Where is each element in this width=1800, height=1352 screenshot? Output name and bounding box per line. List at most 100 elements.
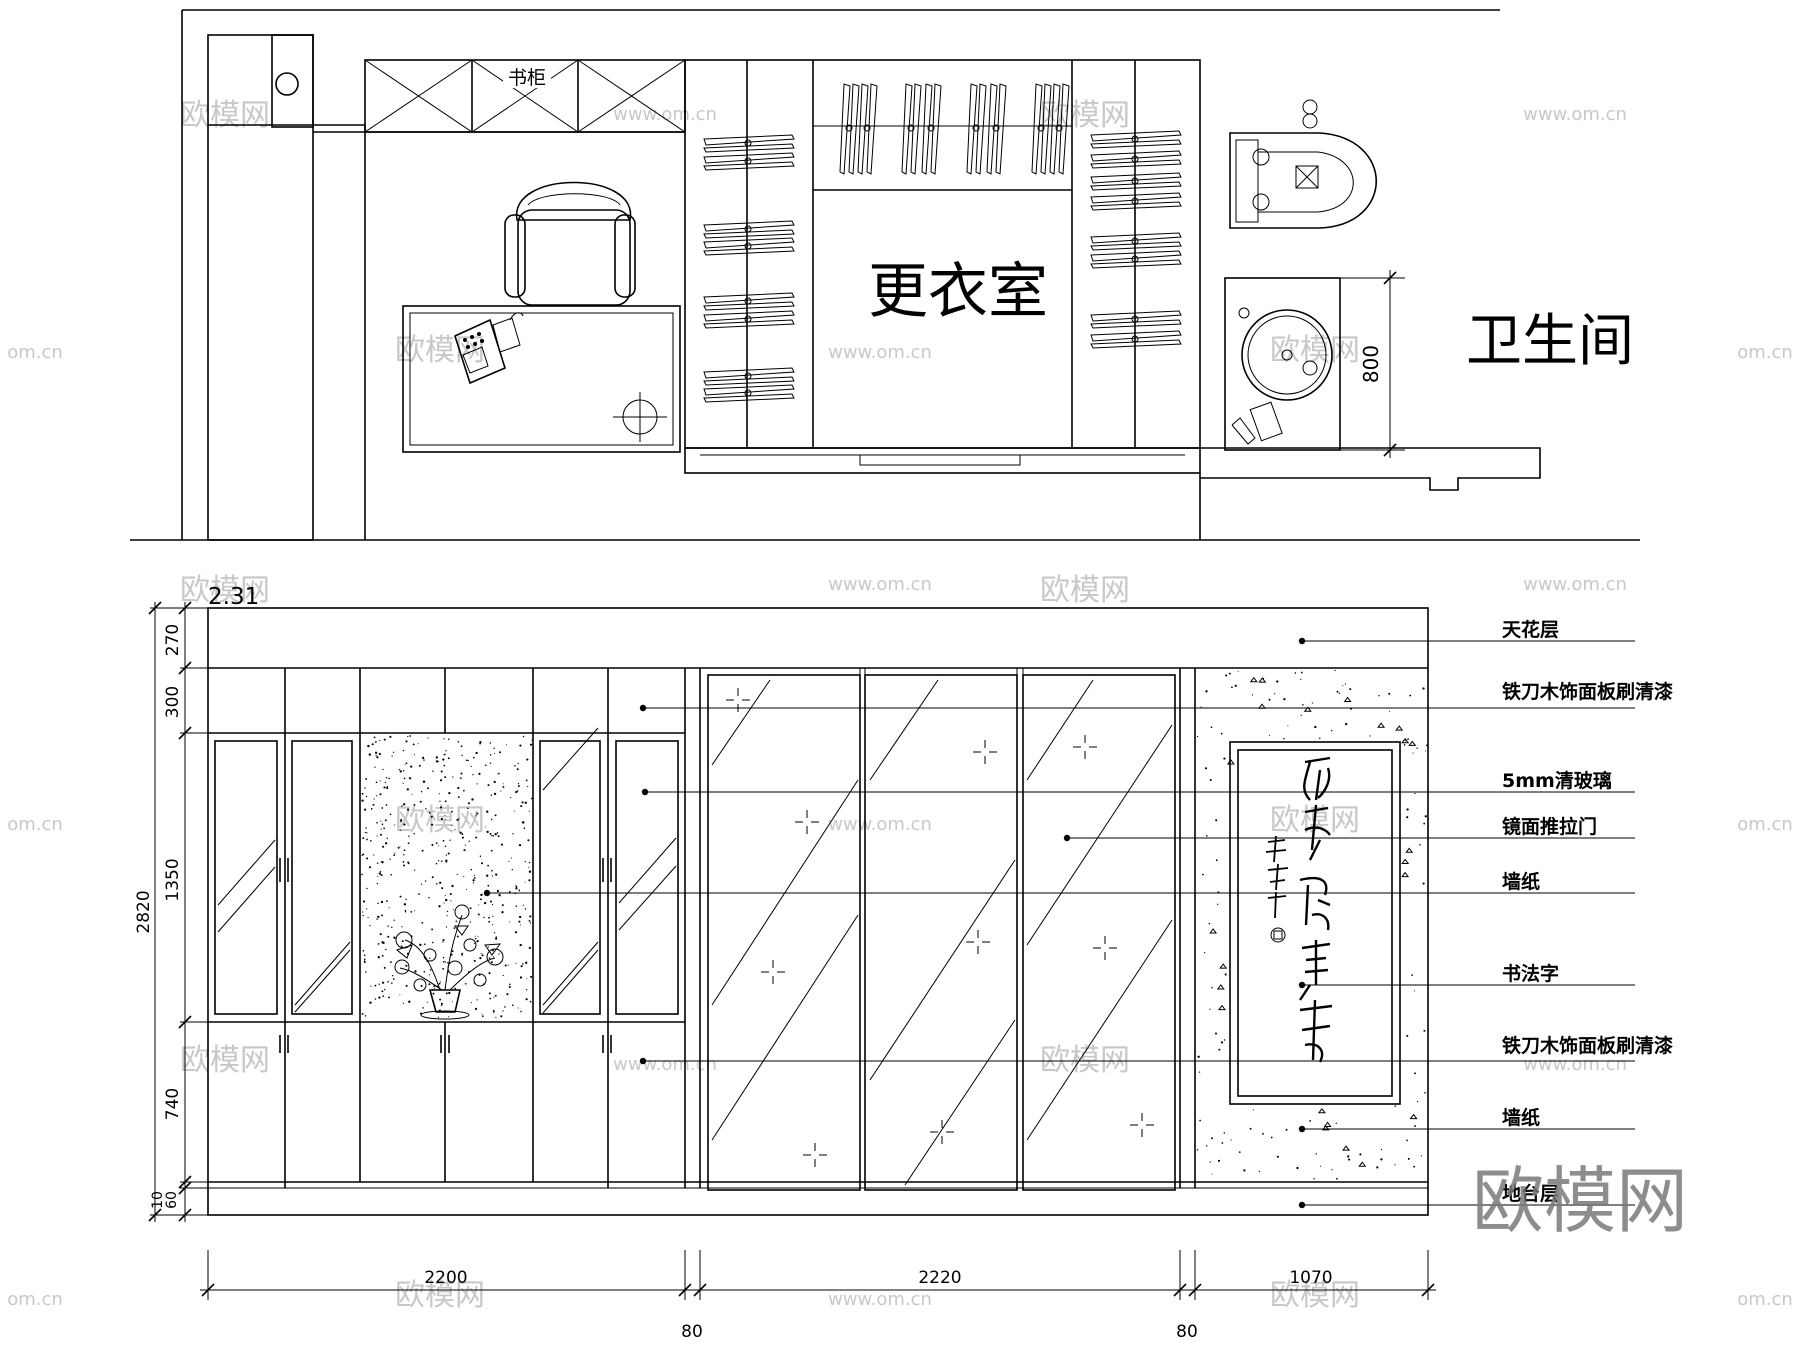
texture-dot [519, 943, 522, 947]
texture-dot [508, 891, 511, 893]
texture-dot [368, 753, 371, 756]
texture-dot [491, 869, 493, 872]
texture-dot [435, 756, 438, 759]
texture-dot [525, 779, 528, 782]
texture-dot [390, 874, 393, 876]
texture-dot [389, 813, 392, 816]
callout-label: 地台层 [1502, 1182, 1559, 1205]
texture-dot [475, 836, 478, 839]
texture-dot [407, 861, 410, 864]
texture-dot [470, 765, 472, 768]
texture-dot [493, 780, 496, 784]
texture-dot [531, 739, 533, 741]
texture-dot [440, 1004, 443, 1007]
texture-dot [361, 1012, 364, 1015]
texture-dot [513, 810, 515, 812]
texture-dot [369, 924, 371, 927]
texture-dot [1422, 687, 1425, 690]
texture-dot [400, 819, 403, 822]
texture-dot [487, 884, 490, 887]
wallpaper-texture-right [1196, 669, 1428, 1180]
texture-dot [493, 932, 496, 934]
texture-dot [373, 736, 376, 739]
texture-dot [374, 998, 377, 1000]
texture-dot [378, 996, 381, 999]
texture-dot [1197, 1055, 1200, 1058]
texture-dot [448, 1016, 450, 1018]
texture-dot [403, 864, 406, 867]
watermark-logo: 欧模网 [395, 803, 485, 838]
texture-dot [1276, 680, 1279, 683]
texture-dot [364, 831, 366, 834]
texture-dot [444, 753, 446, 755]
texture-dot [1424, 815, 1427, 818]
texture-dot [1287, 725, 1289, 727]
texture-dot [1224, 973, 1227, 976]
texture-dot [371, 743, 374, 746]
texture-dot [481, 1013, 483, 1015]
texture-dot [388, 777, 390, 780]
texture-dot [439, 800, 441, 802]
texture-dot [399, 846, 401, 848]
texture-dot [399, 770, 402, 773]
texture-dot [398, 769, 401, 771]
dim-1070-label: 1070 [1289, 1268, 1332, 1288]
texture-dot [528, 870, 532, 873]
callout-item: 墙纸 [1298, 1106, 1635, 1133]
sparkle-mark [803, 1143, 827, 1167]
texture-dot [1338, 692, 1340, 694]
texture-dot [521, 801, 524, 804]
texture-dot [461, 952, 464, 955]
texture-dot [1283, 697, 1286, 701]
texture-dot [514, 931, 518, 934]
texture-dot [438, 761, 440, 763]
texture-dot [451, 884, 454, 888]
texture-dot [367, 744, 370, 748]
texture-dot [515, 887, 518, 890]
hanger-icon [703, 134, 795, 153]
texture-dot [461, 754, 463, 757]
texture-dot [366, 832, 368, 834]
texture-dot [431, 928, 434, 931]
texture-dot [457, 796, 460, 799]
texture-dot [380, 828, 382, 830]
bathroom-label: 卫生间 [1466, 309, 1634, 374]
texture-dot [458, 818, 460, 820]
texture-dot [1214, 1032, 1218, 1035]
texture-dot [361, 799, 364, 802]
texture-dot [1223, 1039, 1226, 1041]
texture-dot [382, 768, 384, 771]
texture-dot [1262, 1132, 1264, 1135]
watermark-url-short: om.cn [1737, 1289, 1793, 1310]
texture-dot [389, 858, 391, 860]
texture-dot [481, 1015, 484, 1017]
texture-chip [1401, 858, 1410, 864]
texture-dot [406, 788, 409, 791]
texture-dot [476, 999, 478, 1001]
callout-label: 铁刀木饰面板刷清漆 [1502, 1034, 1673, 1057]
texture-dot [443, 902, 445, 904]
hanger-icon [1049, 83, 1070, 175]
texture-dot [1331, 1169, 1333, 1171]
texture-dot [402, 769, 405, 772]
texture-dot [486, 874, 489, 877]
texture-dot [418, 893, 420, 895]
texture-dot [1414, 1125, 1417, 1127]
texture-dot [474, 935, 476, 937]
texture-dot [528, 946, 532, 950]
texture-dot [517, 762, 519, 765]
texture-dot [385, 948, 387, 951]
texture-dot [1319, 737, 1321, 739]
texture-dot [461, 833, 464, 835]
texture-dot [519, 976, 523, 979]
texture-dot [503, 786, 505, 789]
texture-dot [427, 787, 430, 790]
texture-dot [473, 877, 476, 879]
texture-chip [1303, 706, 1312, 712]
mirror-sparkles [726, 688, 1154, 1167]
texture-dot [489, 762, 492, 764]
texture-dot [378, 983, 380, 985]
texture-dot [1211, 1173, 1213, 1175]
texture-dot [383, 738, 386, 741]
